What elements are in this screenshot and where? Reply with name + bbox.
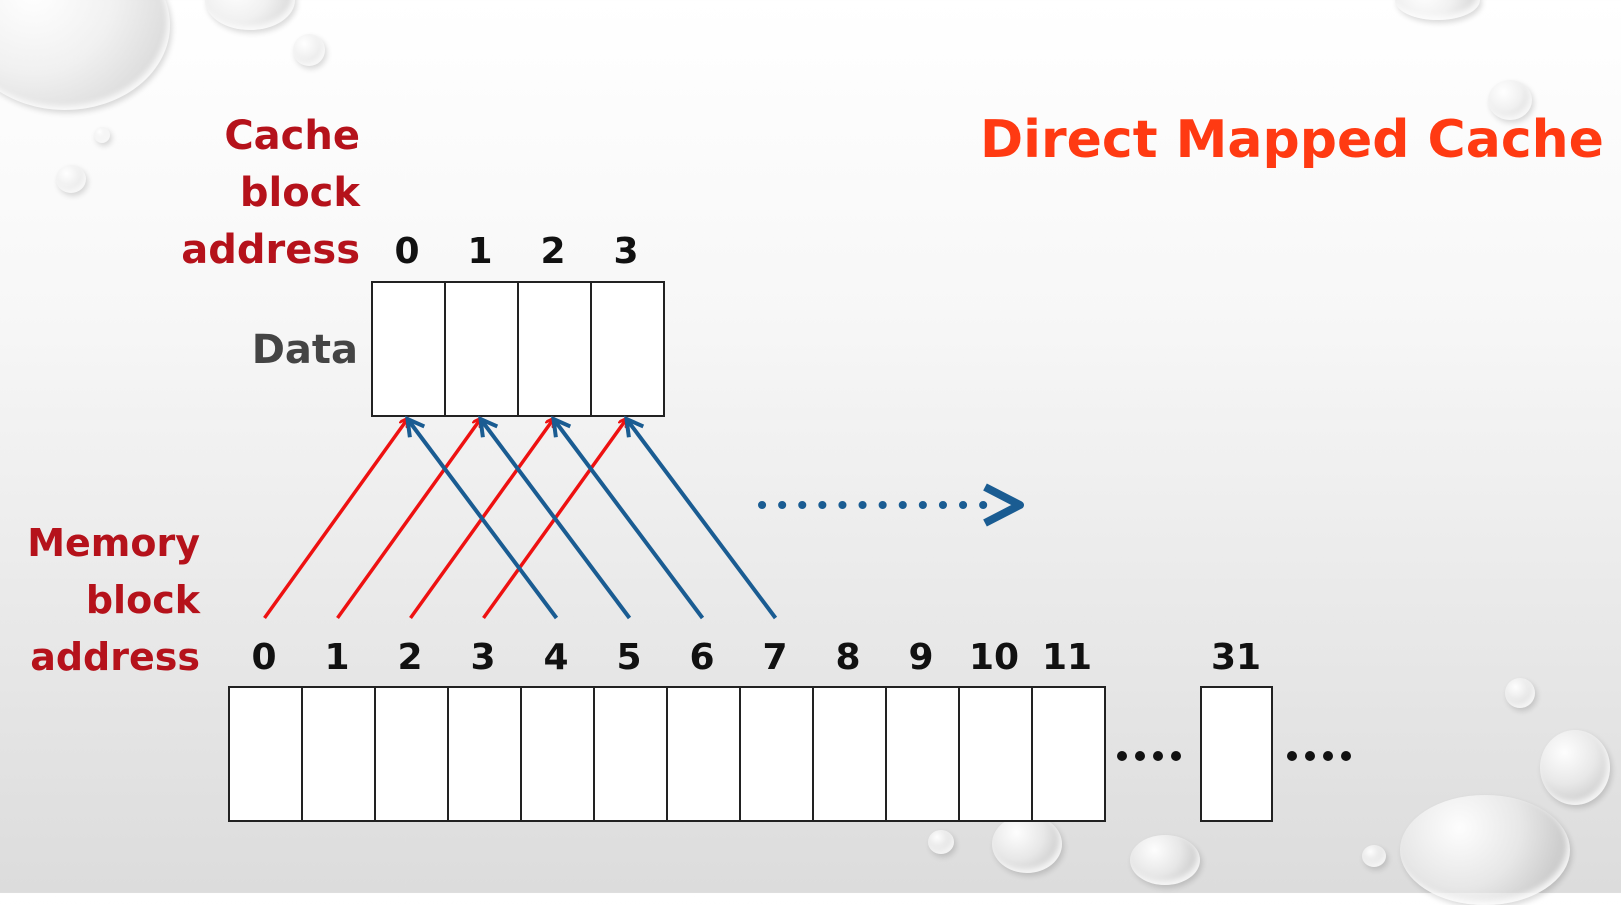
slide-title: Direct Mapped Cache <box>980 110 1604 170</box>
cache-block-2 <box>517 281 592 417</box>
mapping-arrow-5-to-1 <box>481 419 632 620</box>
label-line: Memory <box>27 521 200 565</box>
droplet-decoration <box>56 165 86 193</box>
mapping-arrow-3-to-3 <box>482 419 627 620</box>
cache-index-2: 2 <box>540 231 566 272</box>
droplet-decoration <box>1488 80 1532 120</box>
memory-block-5 <box>593 686 668 822</box>
memory-block-1 <box>301 686 376 822</box>
droplet-decoration <box>1540 730 1610 805</box>
memory-block-2 <box>374 686 449 822</box>
label-line: block <box>239 170 360 216</box>
cache-index-3: 3 <box>613 231 639 272</box>
data-label: Data <box>251 327 358 373</box>
droplet-decoration <box>293 34 325 66</box>
memory-index-2: 2 <box>397 637 423 678</box>
cache-block-1 <box>444 281 519 417</box>
memory-block-11 <box>1031 686 1106 822</box>
mapping-arrows <box>263 419 778 620</box>
droplet-decoration <box>205 0 295 30</box>
memory-block-0 <box>228 686 303 822</box>
memory-block-9 <box>885 686 960 822</box>
memory-index-10: 10 <box>968 637 1020 678</box>
memory-index-5: 5 <box>616 637 642 678</box>
label-line: address <box>30 635 200 679</box>
mapping-arrow-0-to-0 <box>263 419 408 620</box>
cache-block-3 <box>590 281 665 417</box>
droplet-decoration <box>1395 0 1480 20</box>
droplet-decoration <box>992 815 1062 873</box>
ellipsis-dots-2 <box>1287 751 1351 761</box>
continuation-arrow-icon <box>758 483 1024 527</box>
mapping-arrow-1-to-1 <box>336 419 481 620</box>
memory-index-11: 11 <box>1041 637 1093 678</box>
memory-index-6: 6 <box>689 637 715 678</box>
label-line: Cache <box>224 113 360 159</box>
memory-index-1: 1 <box>324 637 350 678</box>
droplet-decoration <box>1130 835 1200 885</box>
cache-block-0 <box>371 281 446 417</box>
memory-block-address-label: Memory block address <box>0 515 200 686</box>
ellipsis-dots-1 <box>1117 751 1181 761</box>
cache-block-address-label: Cache block address <box>150 108 360 279</box>
memory-index-4: 4 <box>543 637 569 678</box>
label-line: address <box>181 227 360 273</box>
memory-index-3: 3 <box>470 637 496 678</box>
droplet-decoration <box>1400 795 1570 905</box>
droplet-decoration <box>94 127 110 143</box>
memory-index-last: 31 <box>1210 637 1262 678</box>
droplet-decoration <box>0 0 170 110</box>
label-line: block <box>85 578 200 622</box>
droplet-decoration <box>1505 678 1535 708</box>
droplet-decoration <box>1362 845 1386 867</box>
memory-block-3 <box>447 686 522 822</box>
cache-index-0: 0 <box>394 231 420 272</box>
mapping-arrow-7-to-3 <box>627 419 778 620</box>
memory-index-9: 9 <box>908 637 934 678</box>
memory-block-8 <box>812 686 887 822</box>
mapping-arrow-6-to-2 <box>554 419 705 620</box>
memory-block-10 <box>958 686 1033 822</box>
memory-index-8: 8 <box>835 637 861 678</box>
memory-block-6 <box>666 686 741 822</box>
mapping-arrow-4-to-0 <box>408 419 559 620</box>
memory-block-7 <box>739 686 814 822</box>
memory-index-7: 7 <box>762 637 788 678</box>
cache-index-1: 1 <box>467 231 493 272</box>
memory-index-0: 0 <box>251 637 277 678</box>
droplet-decoration <box>928 830 954 854</box>
memory-block-4 <box>520 686 595 822</box>
mapping-arrow-2-to-2 <box>409 419 554 620</box>
memory-block-last <box>1200 686 1273 822</box>
